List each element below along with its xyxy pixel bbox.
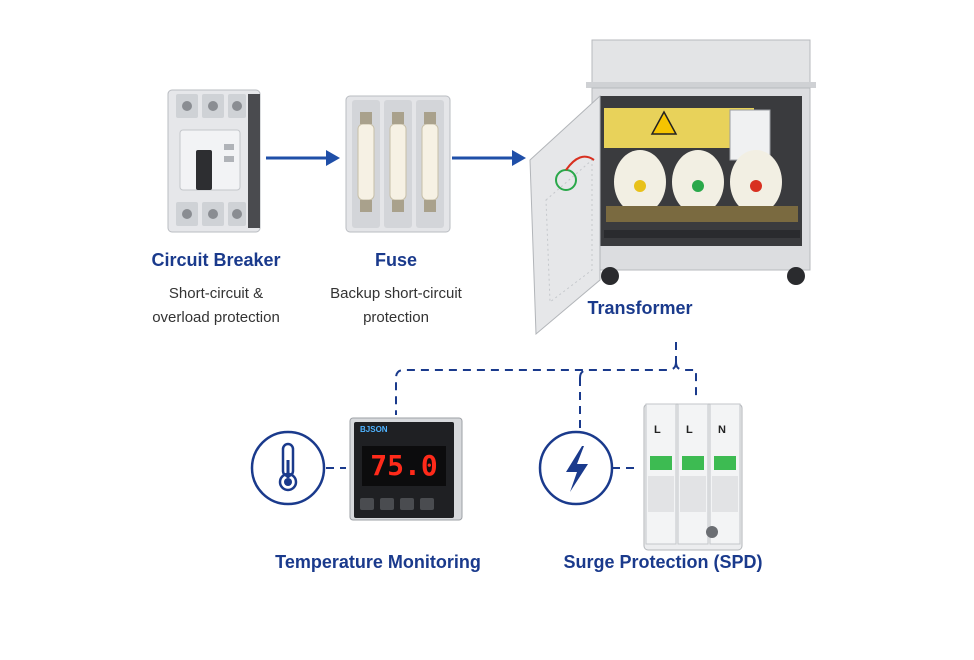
thermometer-icon <box>250 430 326 506</box>
fuse-description-line2: protection <box>363 309 429 326</box>
fuse-description-line1: Backup short-circuit <box>330 285 462 302</box>
temperature-controller-image <box>349 417 463 521</box>
dashed-connectors <box>326 342 697 469</box>
lightning-icon <box>538 430 614 506</box>
fuse-title: Fuse <box>374 250 417 270</box>
warning-icon <box>650 110 678 135</box>
surge-protection-title: Surge Protection (SPD) <box>563 552 763 572</box>
transformer-title: Transformer <box>587 298 693 318</box>
circuit-breaker-image <box>167 89 261 233</box>
temperature-display-value: 75.0 <box>370 449 438 482</box>
fuse-image <box>345 95 451 233</box>
temperature-brand-label: BJSON <box>360 425 388 434</box>
circuit-breaker-description-line2: overload protection <box>152 309 280 326</box>
temperature-monitoring-title: Temperature Monitoring <box>275 552 481 572</box>
spd-image <box>643 403 743 551</box>
circuit-breaker-description-line1: Short-circuit & <box>168 285 264 302</box>
spd-pole-label: L <box>654 424 661 436</box>
flow-arrow-fuse-transformer <box>452 150 526 166</box>
spd-pole-label: L <box>686 424 693 436</box>
spd-pole-label: N <box>718 424 726 436</box>
transformer-image <box>529 39 816 336</box>
flow-arrow-breaker-fuse <box>266 150 340 166</box>
circuit-breaker-title: Circuit Breaker <box>151 250 281 270</box>
